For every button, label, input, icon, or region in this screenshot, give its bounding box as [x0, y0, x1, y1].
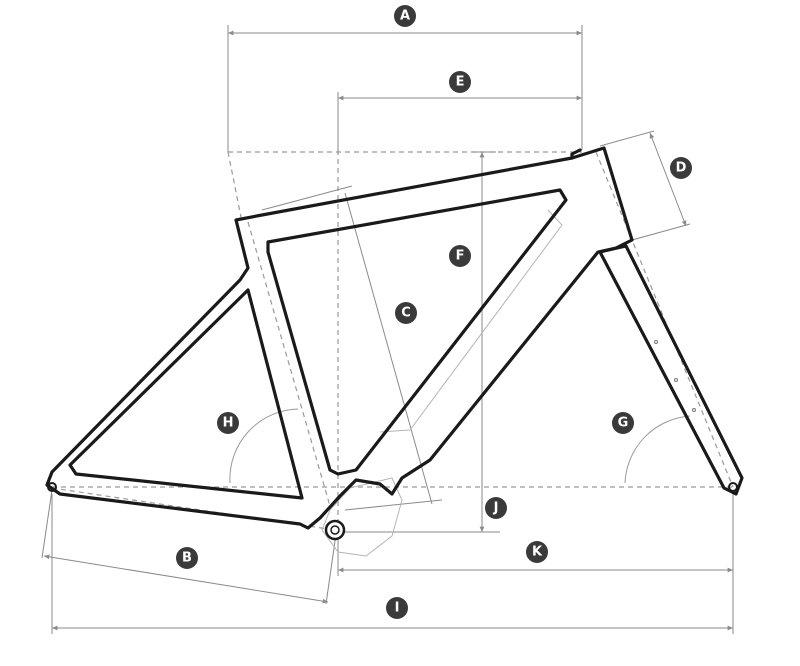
bottom-bracket-center — [330, 525, 340, 535]
label-c: C — [395, 302, 417, 324]
head-tube-cap — [570, 148, 582, 160]
dimension-f-line — [472, 151, 496, 532]
seat-angle-arc — [229, 408, 299, 484]
label-j-text: J — [493, 501, 499, 516]
label-i-text: I — [395, 601, 400, 616]
frame-outer-outline — [45, 146, 634, 530]
label-f: F — [449, 245, 471, 267]
dimension-b-line — [41, 489, 337, 605]
dimension-j-line — [338, 488, 500, 533]
label-j: J — [485, 497, 507, 519]
label-d-text: D — [676, 161, 687, 176]
label-b: B — [176, 547, 198, 569]
label-i: I — [386, 597, 408, 619]
label-k-text: K — [532, 545, 543, 560]
label-a: A — [394, 5, 416, 27]
front-triangle-inner — [266, 188, 568, 476]
label-g-text: G — [618, 416, 629, 431]
fork-mount-dot — [674, 378, 678, 382]
seat-tube-extension — [227, 151, 243, 223]
label-e: E — [449, 71, 471, 93]
dimension-c-line — [261, 185, 443, 511]
dimension-d-line — [599, 130, 691, 241]
head-angle-arc — [624, 415, 691, 484]
label-a-text: A — [400, 9, 410, 24]
dimension-k-line — [337, 490, 734, 576]
label-c-text: C — [401, 306, 411, 321]
fork — [598, 244, 744, 496]
dimension-a-line — [227, 25, 583, 152]
fork-mount-dot — [692, 408, 696, 412]
dimension-i-line — [51, 494, 734, 634]
motor-outline — [321, 477, 403, 557]
label-d: D — [670, 157, 692, 179]
front-axle — [728, 482, 738, 492]
battery-outline — [379, 209, 563, 433]
label-k: K — [526, 541, 548, 563]
dimension-e-line — [337, 92, 582, 150]
label-b-text: B — [182, 551, 192, 566]
fork-mount-dot — [654, 340, 658, 344]
label-h-text: H — [223, 416, 234, 431]
label-f-text: F — [456, 249, 465, 264]
label-e-text: E — [456, 75, 465, 90]
label-h: H — [217, 412, 239, 434]
bike-frame — [45, 146, 744, 541]
seat-tube-centerline — [247, 221, 331, 507]
rear-axle — [47, 482, 57, 492]
bottom-bracket — [324, 519, 346, 541]
rear-triangle-inner — [68, 288, 304, 500]
label-g: G — [612, 412, 634, 434]
